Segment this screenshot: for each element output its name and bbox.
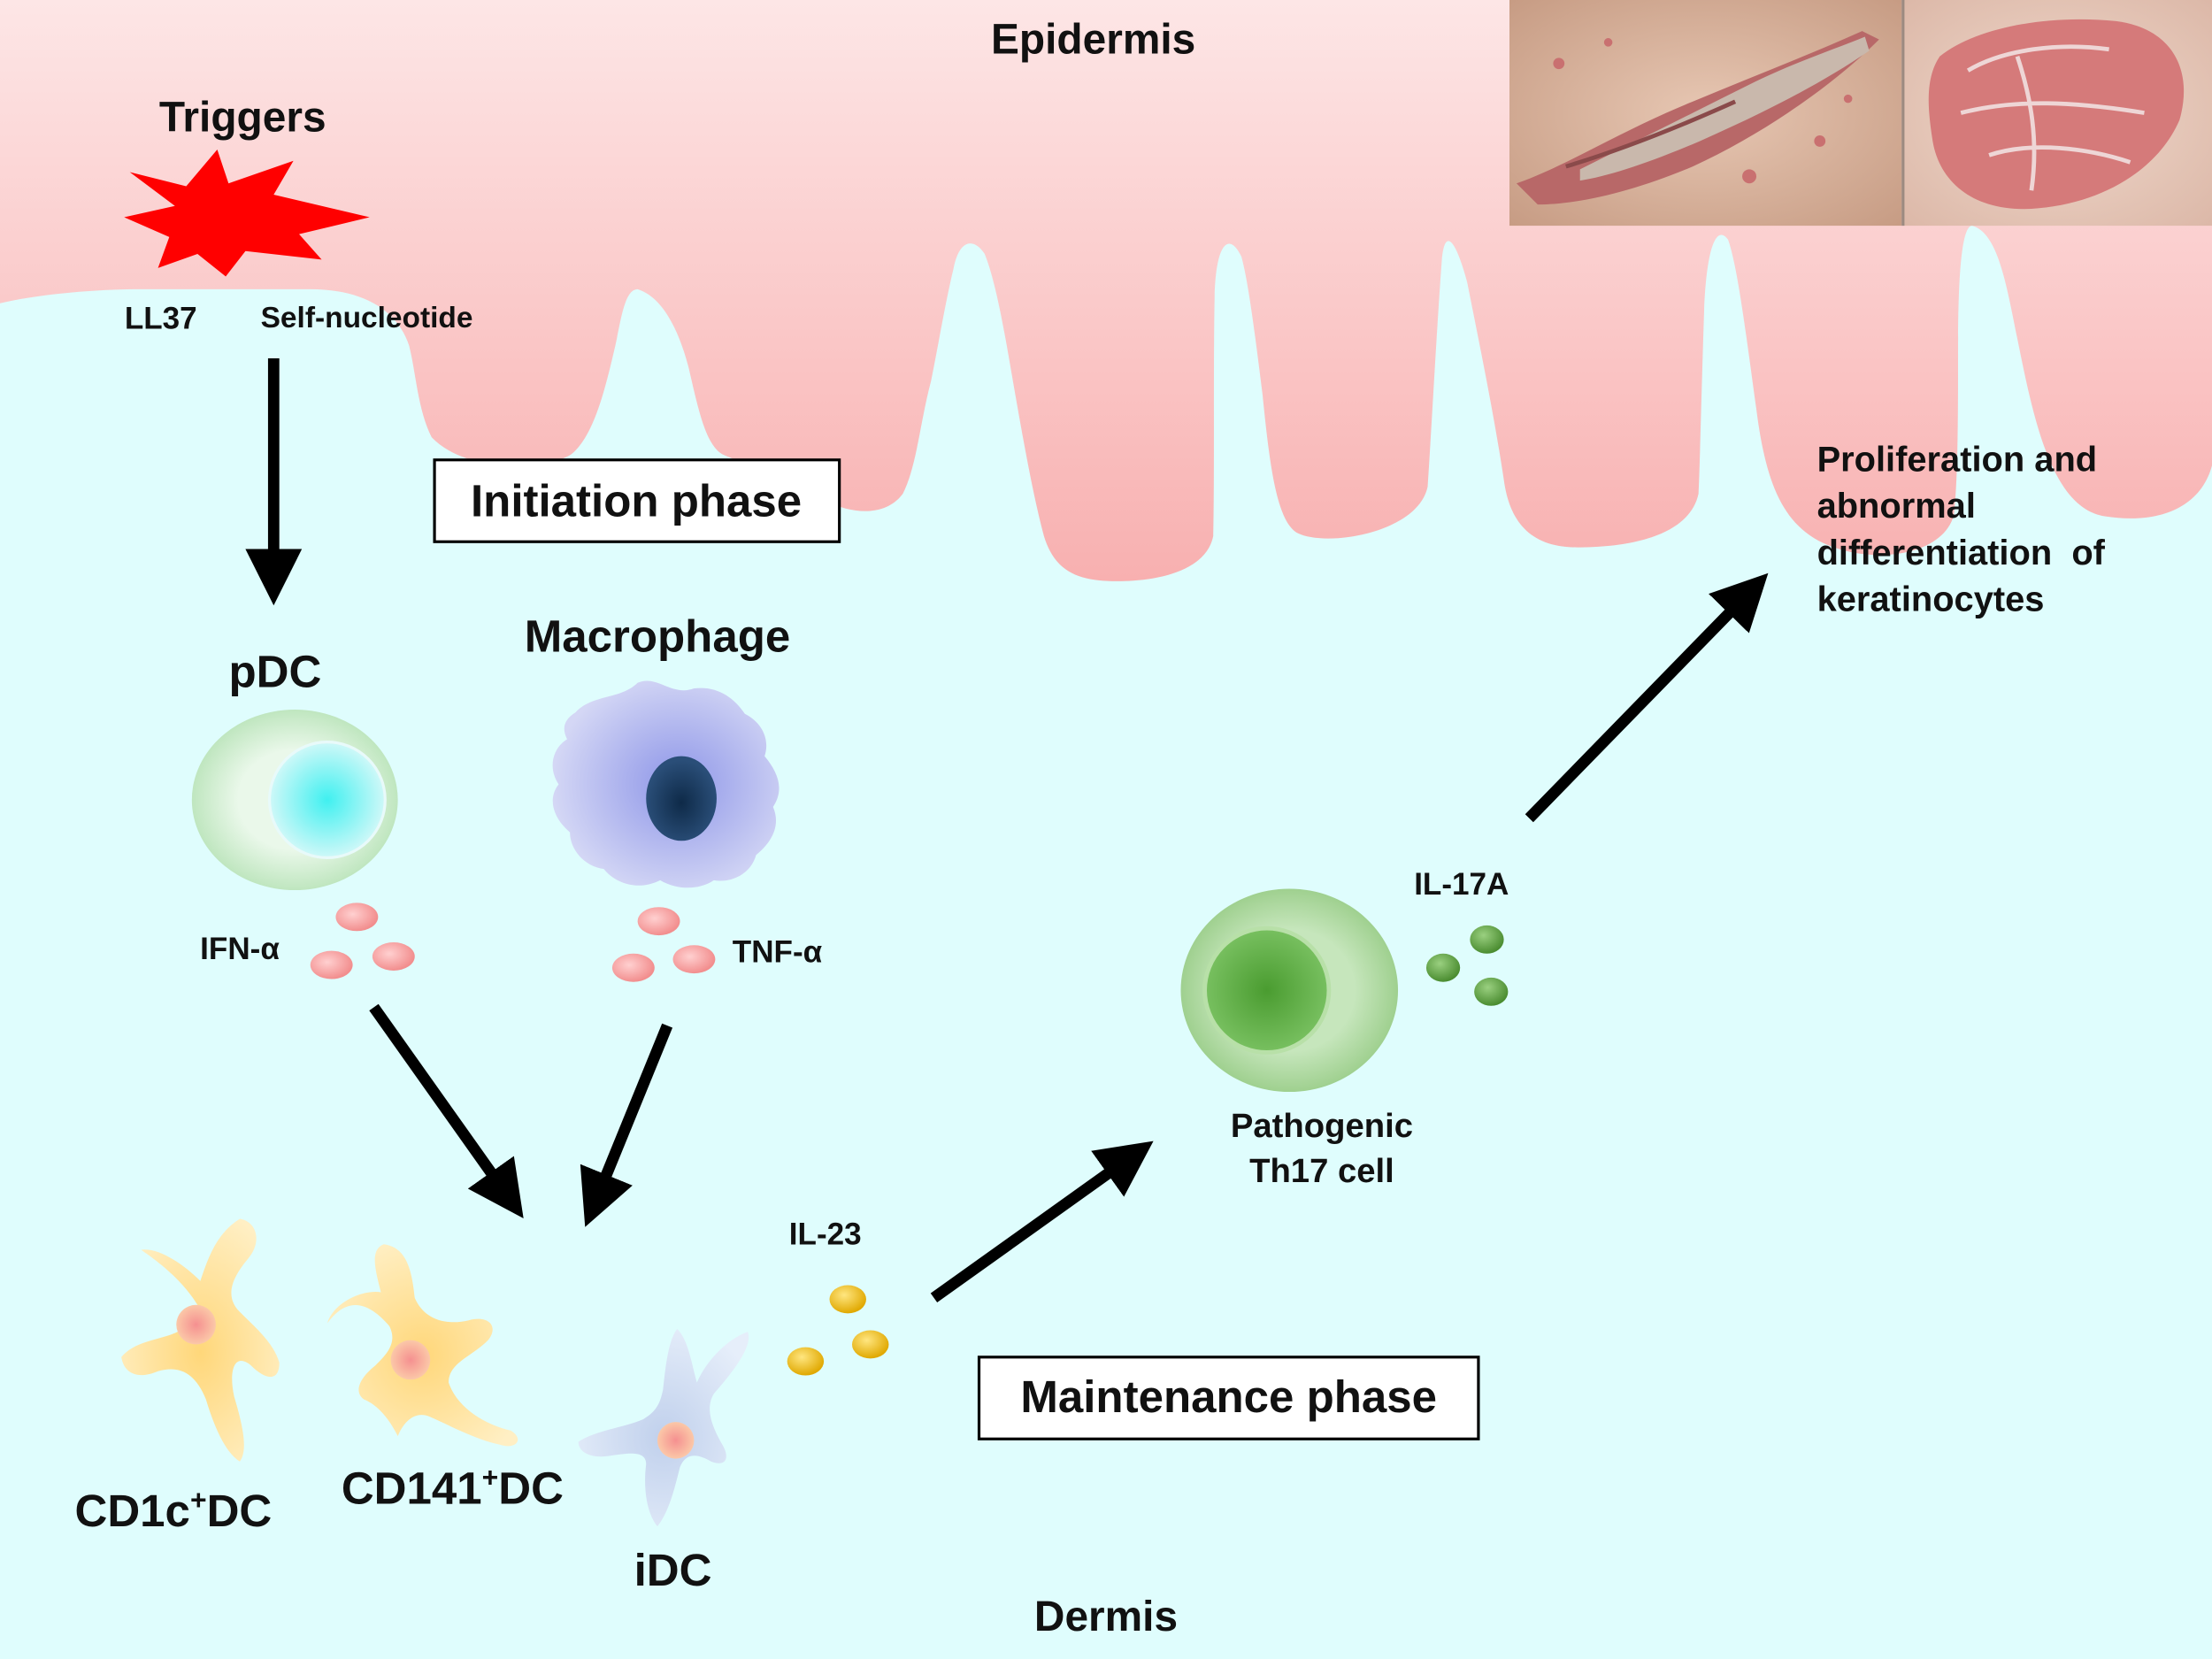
macrophage-label: Macrophage bbox=[525, 611, 791, 662]
il17a-to-keratinocytes-arrow bbox=[1525, 572, 1769, 823]
th17-label-line2: Th17 cell bbox=[1249, 1152, 1394, 1190]
outcome-line4: keratinocytes bbox=[1817, 580, 2045, 618]
th17-nucleus bbox=[1202, 926, 1332, 1055]
maintenance-phase-box bbox=[977, 1356, 1480, 1440]
il23-to-th17-arrow bbox=[930, 1141, 1154, 1303]
initiation-phase-box bbox=[433, 458, 841, 543]
il17a-label: IL-17A bbox=[1414, 867, 1509, 902]
outcome-line2: abnormal bbox=[1817, 487, 1976, 526]
tnf-to-dc-arrow bbox=[580, 1023, 673, 1227]
ll37-label: LL37 bbox=[125, 301, 197, 335]
psoriasis-plaque-photo bbox=[1509, 0, 2212, 227]
cd1c-dc-nucleus bbox=[176, 1304, 216, 1345]
macrophage-nucleus bbox=[646, 756, 717, 841]
pdc-nucleus bbox=[267, 741, 387, 859]
epidermis-label: Epidermis bbox=[991, 17, 1195, 64]
outcome-line1: Proliferation and bbox=[1817, 441, 2098, 480]
cd1c-dc-label: CD1c+DC bbox=[75, 1484, 273, 1536]
idc-nucleus bbox=[657, 1422, 695, 1459]
maintenance-phase-label: Maintenance phase bbox=[1020, 1371, 1437, 1422]
ifn-alpha-label: IFN-α bbox=[200, 932, 280, 966]
th17-label-line1: Pathogenic bbox=[1231, 1107, 1413, 1145]
ifn-to-dc-arrow bbox=[369, 1003, 524, 1219]
cd141-dc-nucleus bbox=[390, 1340, 431, 1380]
initiation-phase-label: Initiation phase bbox=[471, 476, 802, 526]
triggers-label: Triggers bbox=[159, 94, 326, 141]
starburst-icon bbox=[124, 150, 370, 277]
self-nucleotide-label: Self-nucleotide bbox=[261, 302, 473, 334]
pdc-label: pDC bbox=[228, 646, 321, 696]
idc-label: iDC bbox=[634, 1545, 712, 1595]
tnf-alpha-label: TNF-α bbox=[733, 934, 823, 969]
outcome-line3: differentiation of bbox=[1817, 534, 2106, 572]
tnf-alpha-granules bbox=[611, 907, 716, 982]
cd141-dc-label: CD141+DC bbox=[342, 1461, 564, 1513]
il17a-granules bbox=[1425, 925, 1509, 1006]
ifn-alpha-granules bbox=[310, 902, 415, 979]
il23-label: IL-23 bbox=[789, 1217, 862, 1251]
dermis-label: Dermis bbox=[1034, 1594, 1178, 1640]
il23-granules bbox=[787, 1285, 889, 1376]
